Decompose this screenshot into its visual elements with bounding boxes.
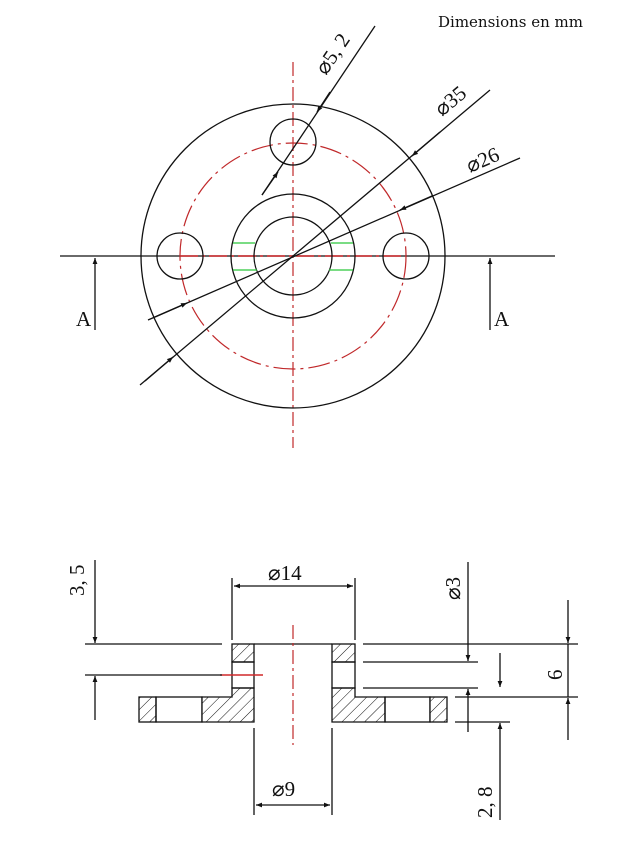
- hub-wall-left: [231, 643, 255, 663]
- hub-wall-right: [331, 643, 356, 663]
- outer-circle: [140, 103, 446, 409]
- flange-right-end: [429, 696, 448, 723]
- units-note: Dimensions en mm: [438, 13, 583, 31]
- section-label-right: A: [494, 307, 510, 331]
- body-left: [201, 687, 255, 723]
- flange-height-label: 2, 8: [473, 787, 497, 819]
- bore-diameter-label: ⌀9: [272, 777, 295, 801]
- outer-dim-arrow-lower: [144, 356, 174, 382]
- screw-height-label: 3, 5: [65, 565, 89, 597]
- total-height-label: 6: [543, 670, 567, 681]
- hole-dim-arrow-upper: [316, 91, 331, 113]
- flange-left-end: [138, 696, 157, 723]
- hole-section-left: [155, 696, 203, 723]
- pitch-dim-leader: [147, 157, 521, 321]
- section-view: ⌀14 ⌀9 3, 5 ⌀3 6 2, 8: [65, 560, 578, 820]
- outer-diameter-label: ⌀35: [430, 81, 471, 121]
- screw-diameter-label: ⌀3: [441, 577, 465, 600]
- body-right: [331, 687, 386, 723]
- hub-diameter-label: ⌀14: [268, 561, 302, 585]
- hole-diameter-label: ⌀5, 2: [310, 29, 355, 79]
- hole-dim-arrow-lower: [261, 171, 279, 196]
- outer-dim-arrow-upper: [411, 131, 441, 157]
- pitch-dim-arrow-upper: [399, 195, 433, 211]
- hole-section-right: [384, 696, 431, 723]
- bore-circle: [253, 216, 333, 296]
- mounting-hole-right: [382, 232, 430, 280]
- mounting-hole-top: [269, 118, 317, 166]
- hub-circle: [230, 193, 356, 319]
- pitch-circle: [179, 142, 407, 370]
- top-view: ⌀5, 2 ⌀35 ⌀26 A A: [60, 25, 555, 448]
- screw-hole-right: [331, 661, 356, 689]
- pitch-dim-arrow-lower: [154, 302, 188, 318]
- pitch-diameter-label: ⌀26: [462, 142, 502, 177]
- set-screw-threads: [233, 242, 353, 271]
- section-label-left: A: [76, 307, 92, 331]
- mounting-hole-left: [156, 232, 204, 280]
